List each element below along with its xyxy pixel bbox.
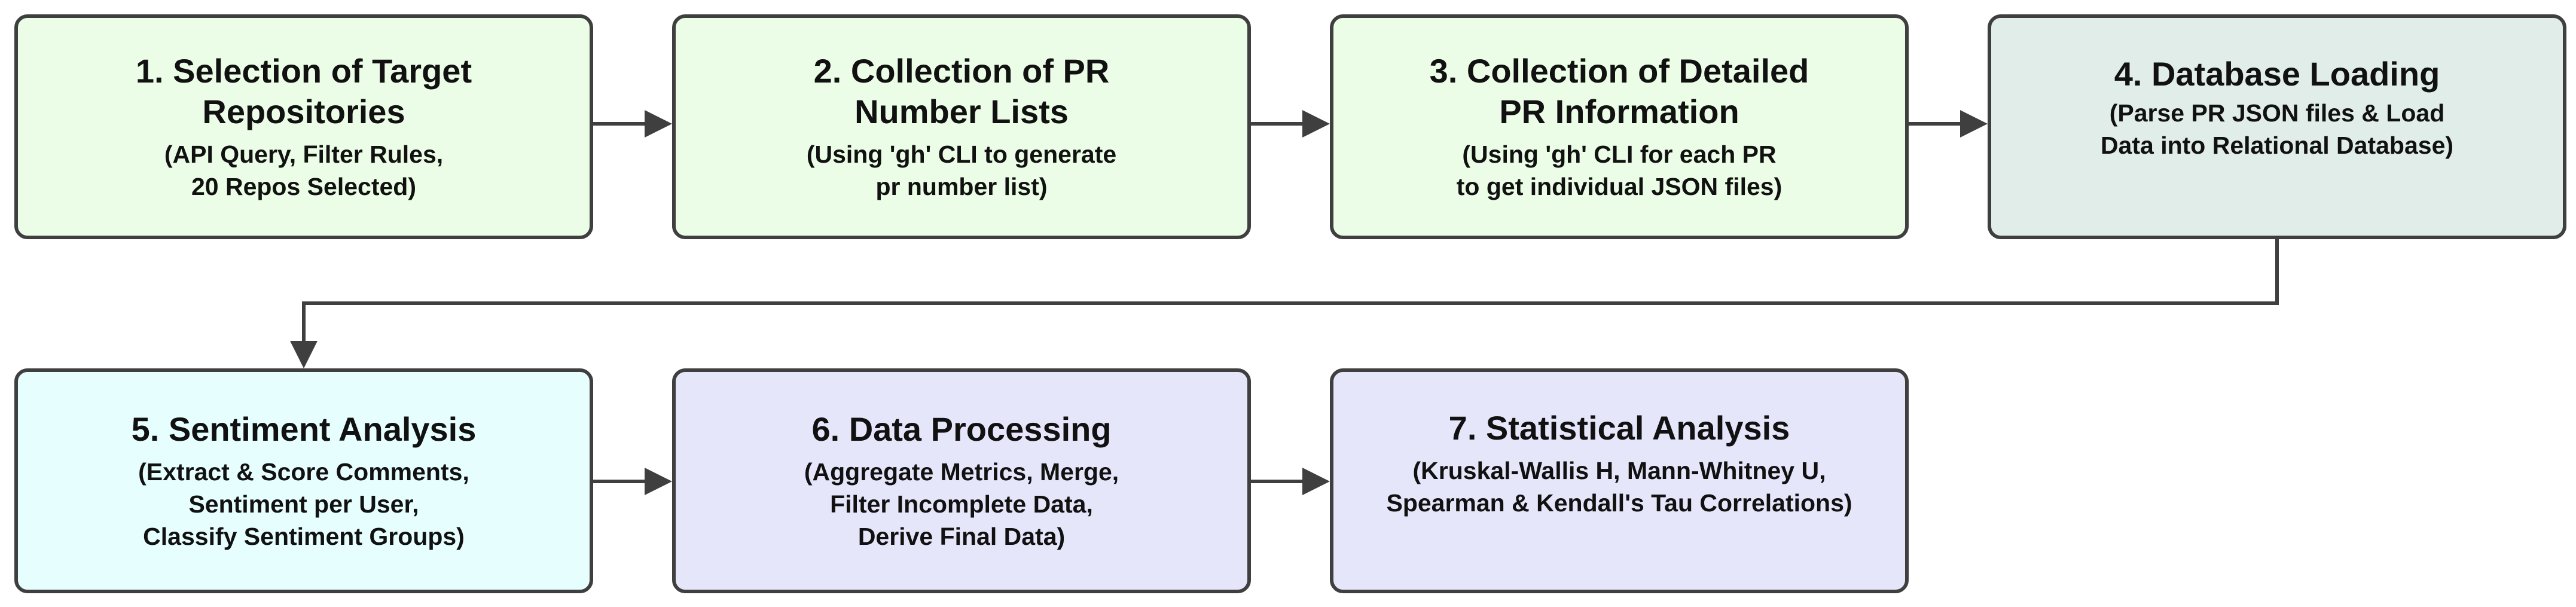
step-4-title: 4. Database Loading <box>2114 55 2440 93</box>
step-3-collection-of-detailed-pr-information: 3. Collection of Detailed PR Information… <box>1330 14 1909 239</box>
step-2-title: 2. Collection of PR Number Lists <box>813 52 1110 130</box>
step-7-title: 7. Statistical Analysis <box>1448 409 1790 447</box>
arrowhead-step1-to-step2 <box>645 110 672 138</box>
step-6-data-processing: 6. Data Processing (Aggregate Metrics, M… <box>672 368 1251 593</box>
step-3-title: 3. Collection of Detailed PR Information <box>1429 52 1809 130</box>
step-1-title: 1. Selection of Target Repositories <box>135 52 472 130</box>
step-3-description: (Using 'gh' CLI for each PR to get indiv… <box>1456 141 1783 200</box>
step-7-statistical-analysis: 7. Statistical Analysis (Kruskal-Wallis … <box>1330 368 1909 593</box>
step-6-title: 6. Data Processing <box>811 410 1112 448</box>
arrowhead-step5-to-step6 <box>645 468 672 495</box>
arrowhead-step3-to-step4 <box>1960 110 1988 138</box>
step-6-description: (Aggregate Metrics, Merge, Filter Incomp… <box>804 458 1119 550</box>
step-5-sentiment-analysis: 5. Sentiment Analysis (Extract & Score C… <box>14 368 593 593</box>
step-2-collection-of-pr-number-lists: 2. Collection of PR Number Lists (Using … <box>672 14 1251 239</box>
step-5-title: 5. Sentiment Analysis <box>131 410 477 448</box>
arrowhead-step4-to-step5 <box>290 341 318 368</box>
step-1-selection-of-target-repositories: 1. Selection of Target Repositories (API… <box>14 14 593 239</box>
step-2-description: (Using 'gh' CLI to generate pr number li… <box>806 141 1117 200</box>
arrow-step4-to-step5 <box>302 239 2279 341</box>
arrowhead-step2-to-step3 <box>1302 110 1330 138</box>
step-1-description: (API Query, Filter Rules, 20 Repos Selec… <box>164 141 444 200</box>
step-5-description: (Extract & Score Comments, Sentiment per… <box>138 458 469 550</box>
arrowhead-step6-to-step7 <box>1302 468 1330 495</box>
step-4-description: (Parse PR JSON files & Load Data into Re… <box>2100 99 2454 159</box>
step-7-description: (Kruskal-Wallis H, Mann-Whitney U, Spear… <box>1386 457 1852 517</box>
step-4-database-loading: 4. Database Loading (Parse PR JSON files… <box>1988 14 2566 239</box>
